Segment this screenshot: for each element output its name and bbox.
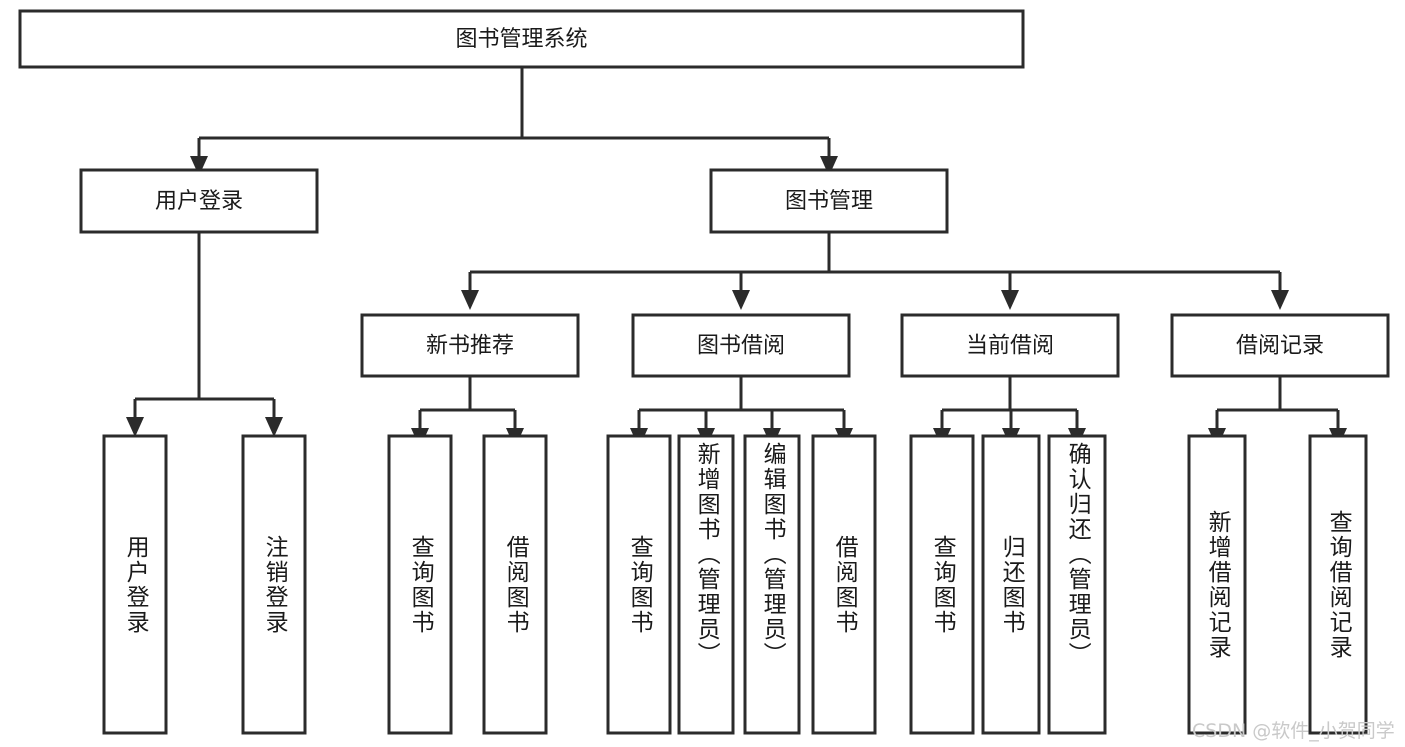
level2-book-manage: 图书管理 xyxy=(709,168,949,234)
leaf-query-borrow-record xyxy=(1308,434,1368,735)
leaf-add-book-admin xyxy=(677,434,735,735)
root-node-book-management-system-box xyxy=(18,9,1025,69)
edges-book-manage-to-level3 xyxy=(461,232,1289,310)
level2-book-manage-box xyxy=(709,168,949,234)
level3-current-borrow: 当前借阅 xyxy=(900,313,1120,378)
connector-arrowhead xyxy=(820,156,838,176)
connector-arrowhead xyxy=(1001,290,1019,310)
edges-user-login-to-leaves xyxy=(126,232,283,437)
level2-user-login-box xyxy=(79,168,319,234)
leaf-user-login xyxy=(102,434,168,735)
leaf-add-borrow-record xyxy=(1187,434,1247,735)
leaf-borrow-book-1 xyxy=(482,434,548,735)
leaf-add-book-admin-box xyxy=(677,434,735,735)
connector-arrowhead xyxy=(126,417,144,437)
level3-new-book-recommend-label: 新书推荐 xyxy=(426,334,514,359)
leaf-return-book xyxy=(981,434,1041,735)
leaf-add-borrow-record-box xyxy=(1187,434,1247,735)
level3-current-borrow-box xyxy=(900,313,1120,378)
leaf-edit-book-admin xyxy=(743,434,801,735)
level2-user-login-label: 用户登录 xyxy=(155,189,243,214)
leaf-return-book-box xyxy=(981,434,1041,735)
level3-book-borrow-box xyxy=(631,313,851,378)
leaf-borrow-book-1-box xyxy=(482,434,548,735)
connector-arrowhead xyxy=(732,290,750,310)
level3-new-book-recommend: 新书推荐 xyxy=(360,313,580,378)
connector-arrowhead xyxy=(190,156,208,176)
leaf-logout-login-box xyxy=(241,434,307,735)
leaf-query-book-1-box xyxy=(387,434,453,735)
leaf-query-borrow-record-box xyxy=(1308,434,1368,735)
leaf-query-book-2 xyxy=(606,434,672,735)
level3-borrow-record-box xyxy=(1170,313,1390,378)
level2-user-login: 用户登录 xyxy=(79,168,319,234)
leaf-query-book-1 xyxy=(387,434,453,735)
leaf-confirm-return-admin xyxy=(1047,434,1107,735)
edges-root-to-level2 xyxy=(190,67,838,176)
leaf-borrow-book-2 xyxy=(811,434,877,735)
leaf-user-login-box xyxy=(102,434,168,735)
leaf-borrow-book-2-box xyxy=(811,434,877,735)
level2-book-manage-label: 图书管理 xyxy=(785,189,873,214)
leaf-logout-login xyxy=(241,434,307,735)
connector-arrowhead xyxy=(265,417,283,437)
connector-arrowhead xyxy=(461,290,479,310)
root-node-book-management-system-label: 图书管理系统 xyxy=(455,27,587,52)
root-node-book-management-system: 图书管理系统 xyxy=(18,9,1025,69)
level3-borrow-record-label: 借阅记录 xyxy=(1236,334,1324,359)
leaf-query-book-2-box xyxy=(606,434,672,735)
leaf-query-book-3 xyxy=(909,434,975,735)
leaf-confirm-return-admin-box xyxy=(1047,434,1107,735)
leaf-edit-book-admin-box xyxy=(743,434,801,735)
level3-book-borrow-label: 图书借阅 xyxy=(697,334,785,359)
edges-bus-book-borrow xyxy=(630,376,853,448)
leaf-query-book-3-box xyxy=(909,434,975,735)
level3-borrow-record: 借阅记录 xyxy=(1170,313,1390,378)
level3-new-book-recommend-box xyxy=(360,313,580,378)
level3-current-borrow-label: 当前借阅 xyxy=(966,334,1054,359)
connector-arrowhead xyxy=(1271,290,1289,310)
level3-book-borrow: 图书借阅 xyxy=(631,313,851,378)
